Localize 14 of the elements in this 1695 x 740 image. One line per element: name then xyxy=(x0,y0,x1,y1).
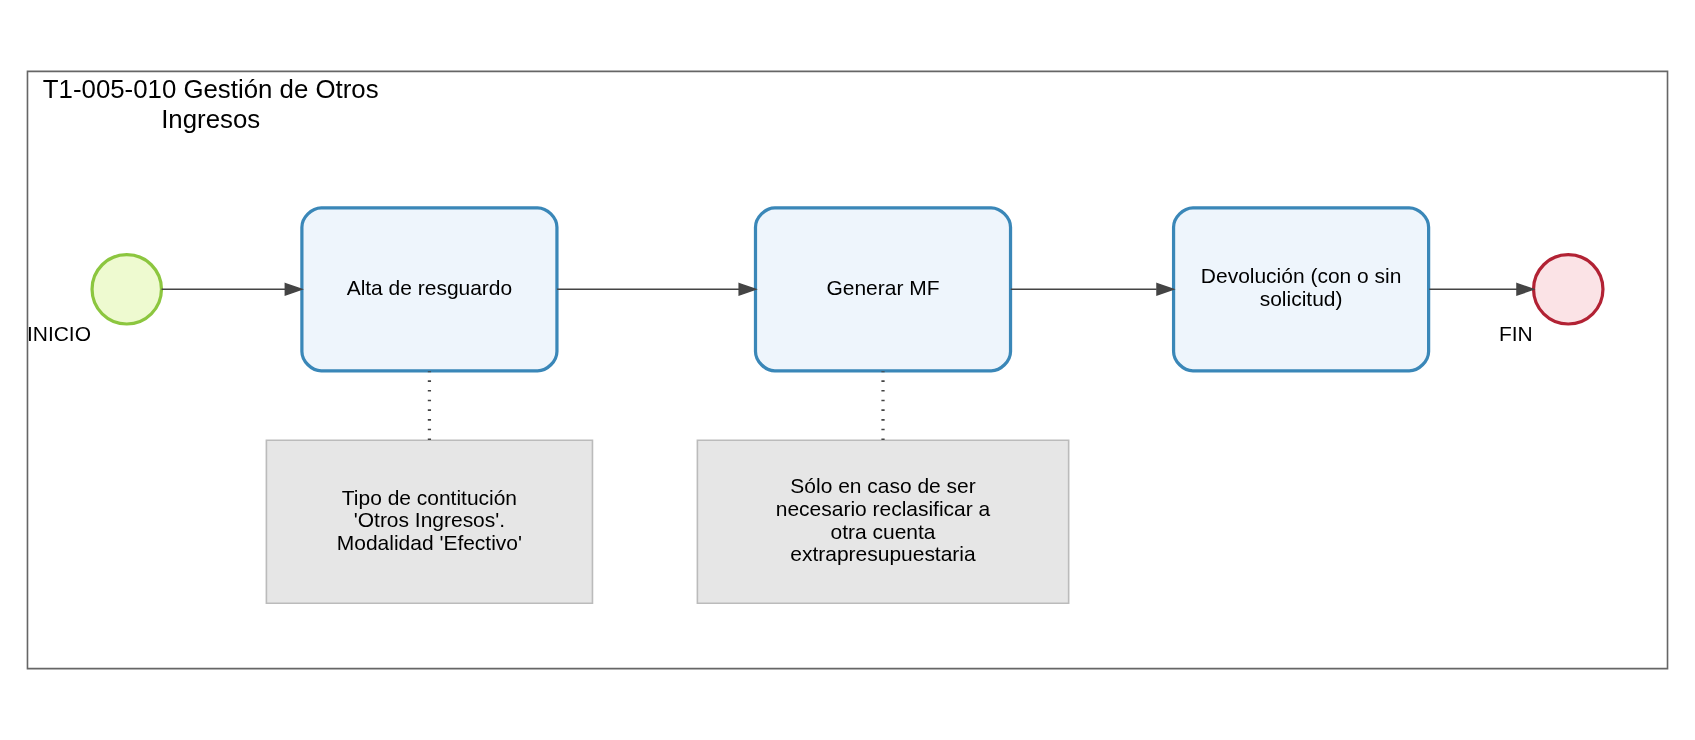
node-label: FIN xyxy=(1498,321,1533,345)
node-label: INICIO xyxy=(26,321,91,345)
arrow xyxy=(1428,282,1536,297)
arrow xyxy=(160,282,304,297)
node-box: Devolución (con o sin solicitud) xyxy=(1171,206,1431,373)
node-circle xyxy=(90,252,164,326)
connector xyxy=(427,371,432,440)
node-box: Generar MF xyxy=(753,206,1013,373)
node-box: Tipo de contitución 'Otros Ingresos'. Modalidad 'Efectivo' xyxy=(265,439,594,605)
node-box: Alta de resguardo xyxy=(300,206,559,373)
arrow xyxy=(1010,282,1176,297)
arrow xyxy=(556,282,758,297)
node-circle xyxy=(1531,252,1605,326)
node-box: Sólo en caso de ser necesario reclasificar a otra cuenta extrapresupuestaria xyxy=(696,439,1070,605)
